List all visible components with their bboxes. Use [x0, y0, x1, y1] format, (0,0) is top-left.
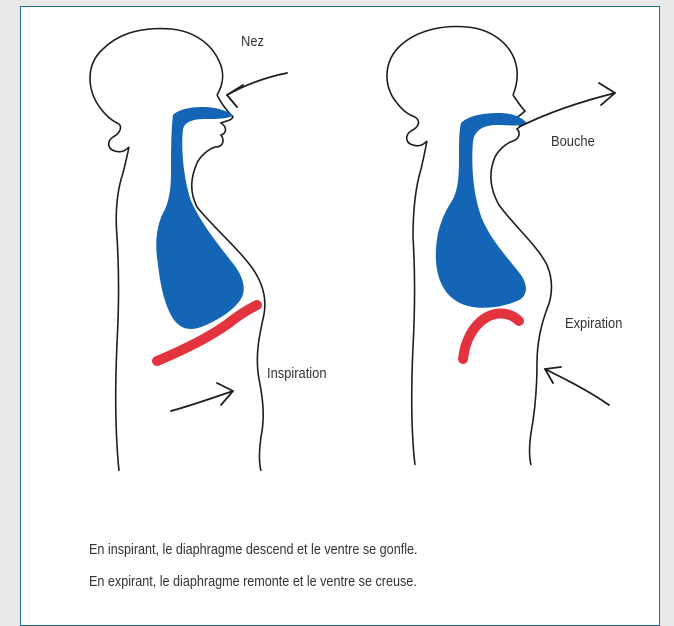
exhale-head-outline: [387, 27, 517, 103]
inhale-lungs: [156, 107, 244, 329]
figure-frame: Nez Bouche Inspiration Expiration En ins…: [20, 6, 660, 626]
mouth-label: Bouche: [551, 133, 595, 150]
caption-line-1: En inspirant, le diaphragme descend et l…: [89, 541, 418, 558]
exhale-belly-arrow-icon: [545, 367, 609, 405]
nose-label: Nez: [241, 33, 264, 50]
exhale-lungs: [436, 113, 527, 308]
inhale-body-back: [116, 147, 129, 471]
inhale-figure: [90, 29, 287, 471]
inhale-head-outline: [90, 29, 223, 109]
mouth-arrow-icon: [519, 83, 615, 127]
exhale-label: Expiration: [565, 315, 622, 332]
inhale-face-profile: [197, 95, 233, 163]
exhale-figure: [387, 27, 615, 465]
exhale-body-back: [412, 141, 427, 465]
caption-line-2: En expirant, le diaphragme remonte et le…: [89, 573, 417, 590]
exhale-hair-wave: [397, 103, 427, 146]
inhale-belly-arrow-icon: [171, 383, 233, 411]
inhale-label: Inspiration: [267, 365, 327, 382]
exhale-diaphragm: [463, 314, 519, 359]
inhale-hair-wave: [101, 109, 129, 152]
nose-arrow-icon: [227, 73, 287, 107]
breathing-diagram: [21, 7, 660, 621]
